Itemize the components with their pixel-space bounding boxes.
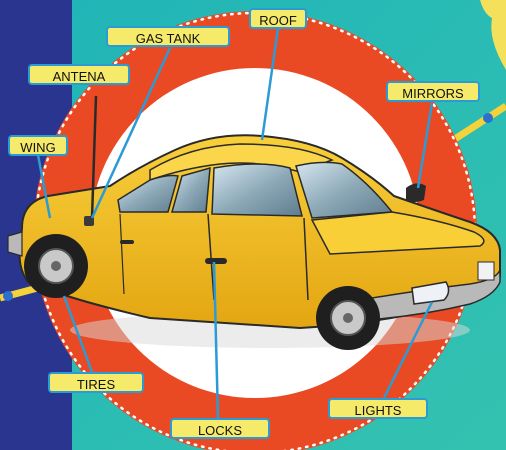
label-lights: LIGHTS bbox=[328, 398, 428, 419]
label-wing: WING bbox=[8, 135, 68, 156]
label-gas-tank: GAS TANK bbox=[106, 26, 230, 47]
ribbon-dot bbox=[483, 113, 493, 123]
side-mirror bbox=[406, 183, 426, 202]
rear-tire bbox=[24, 234, 88, 298]
door-handle bbox=[120, 240, 134, 244]
label-roof: ROOF bbox=[249, 8, 307, 29]
front-tire bbox=[316, 286, 380, 350]
label-antena: ANTENA bbox=[28, 64, 130, 85]
label-mirrors: MIRRORS bbox=[386, 81, 480, 102]
ribbon-dot bbox=[3, 291, 13, 301]
front-door-window bbox=[212, 164, 302, 216]
license-plate bbox=[478, 262, 494, 280]
label-locks: LOCKS bbox=[170, 418, 270, 439]
rear-bumper bbox=[8, 232, 22, 256]
door-handle bbox=[205, 258, 227, 264]
label-tires: TIRES bbox=[48, 372, 144, 393]
